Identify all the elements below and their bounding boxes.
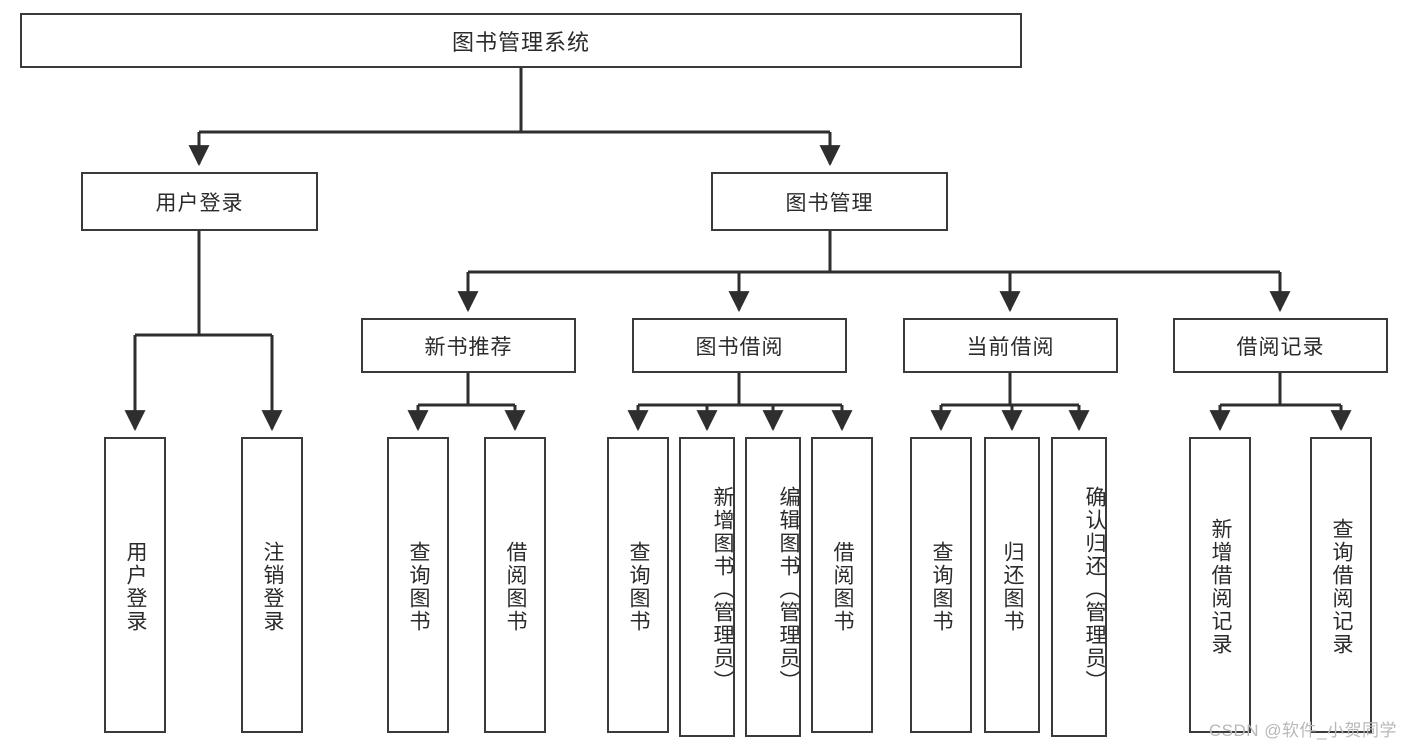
leaf-edit-book[interactable]: 编辑图书（管理员） <box>745 437 801 737</box>
leaf-add-book[interactable]: 新增图书（管理员） <box>679 437 735 737</box>
leaf-user-login[interactable]: 用户登录 <box>104 437 166 733</box>
leaf-query-book-3[interactable]: 查询图书 <box>910 437 972 733</box>
leaf-return-book-label: 归还图书 <box>1001 541 1025 633</box>
leaf-query-book-1[interactable]: 查询图书 <box>387 437 449 733</box>
node-book-manage-label: 图书管理 <box>785 191 874 215</box>
node-current-borrow[interactable]: 当前借阅 <box>903 318 1118 373</box>
leaf-query-record[interactable]: 查询借阅记录 <box>1310 437 1372 733</box>
leaf-user-login-label: 用户登录 <box>124 541 148 633</box>
node-current-borrow-label: 当前借阅 <box>966 335 1055 359</box>
leaf-borrow-book-1-label: 借阅图书 <box>504 541 528 633</box>
leaf-add-record[interactable]: 新增借阅记录 <box>1189 437 1251 733</box>
node-borrow-record[interactable]: 借阅记录 <box>1173 318 1388 373</box>
node-book-borrow-label: 图书借阅 <box>695 335 784 359</box>
watermark: CSDN @软件_小贺同学 <box>1208 721 1397 740</box>
node-book-borrow[interactable]: 图书借阅 <box>632 318 847 373</box>
node-user-login-label: 用户登录 <box>155 191 244 215</box>
node-root-label: 图书管理系统 <box>451 29 590 55</box>
node-book-manage[interactable]: 图书管理 <box>711 172 948 231</box>
node-root[interactable]: 图书管理系统 <box>20 13 1022 68</box>
node-new-book-rec-label: 新书推荐 <box>424 335 513 359</box>
node-user-login[interactable]: 用户登录 <box>81 172 318 231</box>
node-new-book-rec[interactable]: 新书推荐 <box>361 318 576 373</box>
node-borrow-record-label: 借阅记录 <box>1236 335 1325 359</box>
leaf-query-book-1-label: 查询图书 <box>407 541 431 633</box>
leaf-add-book-label: 新增图书（管理员） <box>711 485 734 693</box>
leaf-query-book-2-label: 查询图书 <box>627 541 651 633</box>
leaf-borrow-book-2[interactable]: 借阅图书 <box>811 437 873 733</box>
leaf-edit-book-label: 编辑图书（管理员） <box>777 485 800 693</box>
leaf-confirm-return[interactable]: 确认归还（管理员） <box>1051 437 1107 737</box>
leaf-query-book-3-label: 查询图书 <box>930 541 954 633</box>
leaf-query-book-2[interactable]: 查询图书 <box>607 437 669 733</box>
leaf-logout[interactable]: 注销登录 <box>241 437 303 733</box>
leaf-query-record-label: 查询借阅记录 <box>1330 518 1354 656</box>
leaf-borrow-book-1[interactable]: 借阅图书 <box>484 437 546 733</box>
leaf-borrow-book-2-label: 借阅图书 <box>831 541 855 633</box>
leaf-return-book[interactable]: 归还图书 <box>984 437 1040 733</box>
leaf-logout-label: 注销登录 <box>261 541 285 633</box>
leaf-add-record-label: 新增借阅记录 <box>1209 518 1233 656</box>
leaf-confirm-return-label: 确认归还（管理员） <box>1083 485 1106 693</box>
